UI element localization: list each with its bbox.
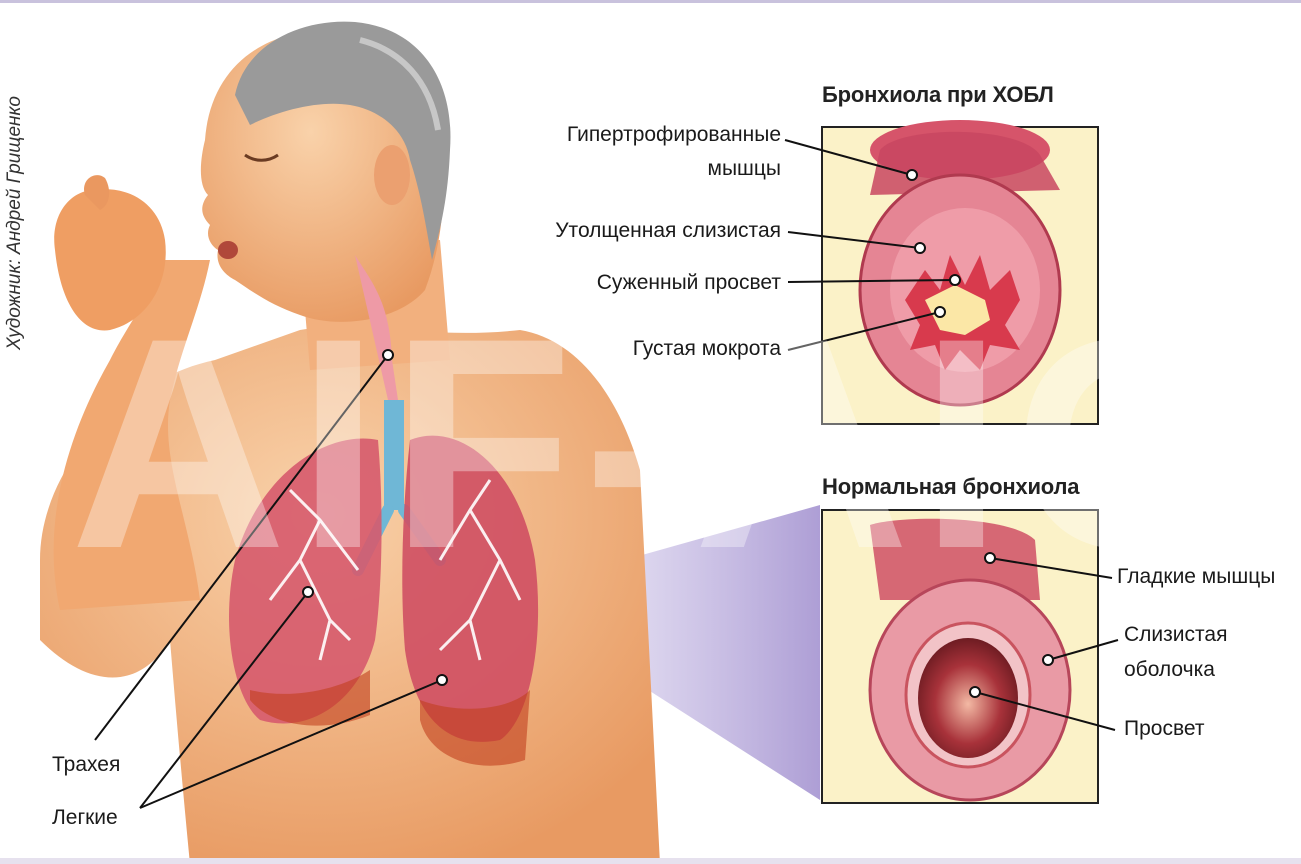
normal-lumen — [918, 638, 1018, 758]
label-trachea: Трахея — [52, 750, 120, 780]
artist-credit: Художник: Андрей Грищенко — [4, 96, 26, 350]
normal-title: Нормальная бронхиола — [822, 474, 1079, 500]
label-sputum: Густая мокрота — [633, 334, 781, 364]
label-hypertrophied-2: мышцы — [708, 154, 782, 184]
label-lumen: Просвет — [1124, 714, 1204, 744]
bottom-border — [0, 858, 1301, 864]
label-lungs: Легкие — [52, 803, 118, 833]
trachea-tube — [384, 400, 404, 510]
label-hypertrophied-1: Гипертрофированные — [567, 120, 781, 150]
label-smooth-muscle: Гладкие мышцы — [1117, 562, 1275, 592]
label-narrow-lumen: Суженный просвет — [597, 268, 781, 298]
label-mucous-2: оболочка — [1124, 655, 1215, 685]
label-mucous-1: Слизистая — [1124, 620, 1227, 650]
label-thick-mucosa: Утолщенная слизистая — [555, 216, 781, 246]
copd-title: Бронхиола при ХОБЛ — [822, 82, 1054, 108]
